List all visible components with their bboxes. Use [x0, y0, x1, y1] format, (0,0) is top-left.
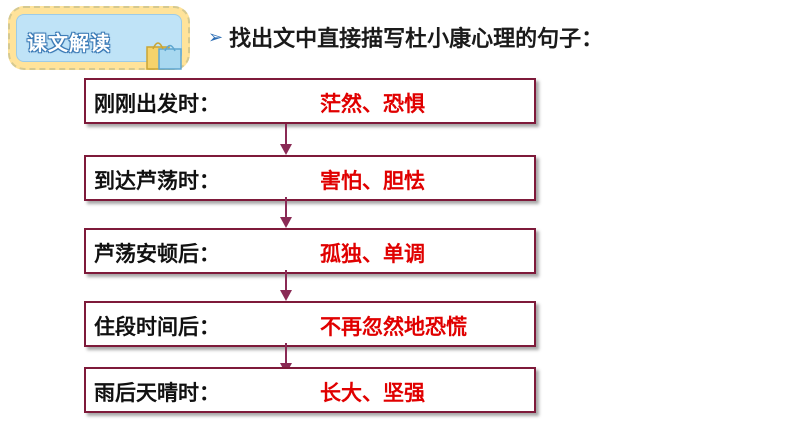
stage-row-1: 刚刚出发时： 茫然、恐惧	[84, 78, 536, 124]
stage-label: 刚刚出发时：	[94, 92, 220, 116]
down-arrow-icon	[280, 124, 292, 155]
stage-feeling: 孤独、单调	[320, 242, 425, 266]
stage-label: 芦荡安顿后：	[94, 242, 220, 266]
stage-label: 住段时间后：	[94, 315, 220, 339]
stage-feeling: 害怕、胆怯	[320, 169, 425, 193]
stage-row-4: 住段时间后： 不再忽然地恐慌	[84, 301, 536, 347]
stage-label: 雨后天晴时：	[94, 381, 220, 405]
instruction-heading: ➢ 找出文中直接描写杜小康心理的句子：	[208, 22, 604, 53]
down-arrow-icon	[280, 270, 292, 301]
shopping-bag-icon	[146, 42, 182, 70]
down-arrow-icon	[280, 197, 292, 228]
badge-inner: 课文解读	[16, 14, 182, 70]
stage-row-2: 到达芦荡时： 害怕、胆怯	[84, 155, 536, 201]
badge-label: 课文解读	[27, 31, 111, 55]
stage-row-3: 芦荡安顿后： 孤独、单调	[84, 228, 536, 274]
stage-feeling: 不再忽然地恐慌	[320, 315, 467, 339]
stage-row-5: 雨后天晴时： 长大、坚强	[84, 367, 536, 413]
arrow-bullet-icon: ➢	[208, 26, 224, 48]
stage-feeling: 茫然、恐惧	[320, 92, 425, 116]
stage-feeling: 长大、坚强	[320, 381, 425, 405]
stage-label: 到达芦荡时：	[94, 169, 220, 193]
section-badge: 课文解读	[8, 6, 190, 70]
instruction-text: 找出文中直接描写杜小康心理的句子：	[229, 27, 604, 52]
